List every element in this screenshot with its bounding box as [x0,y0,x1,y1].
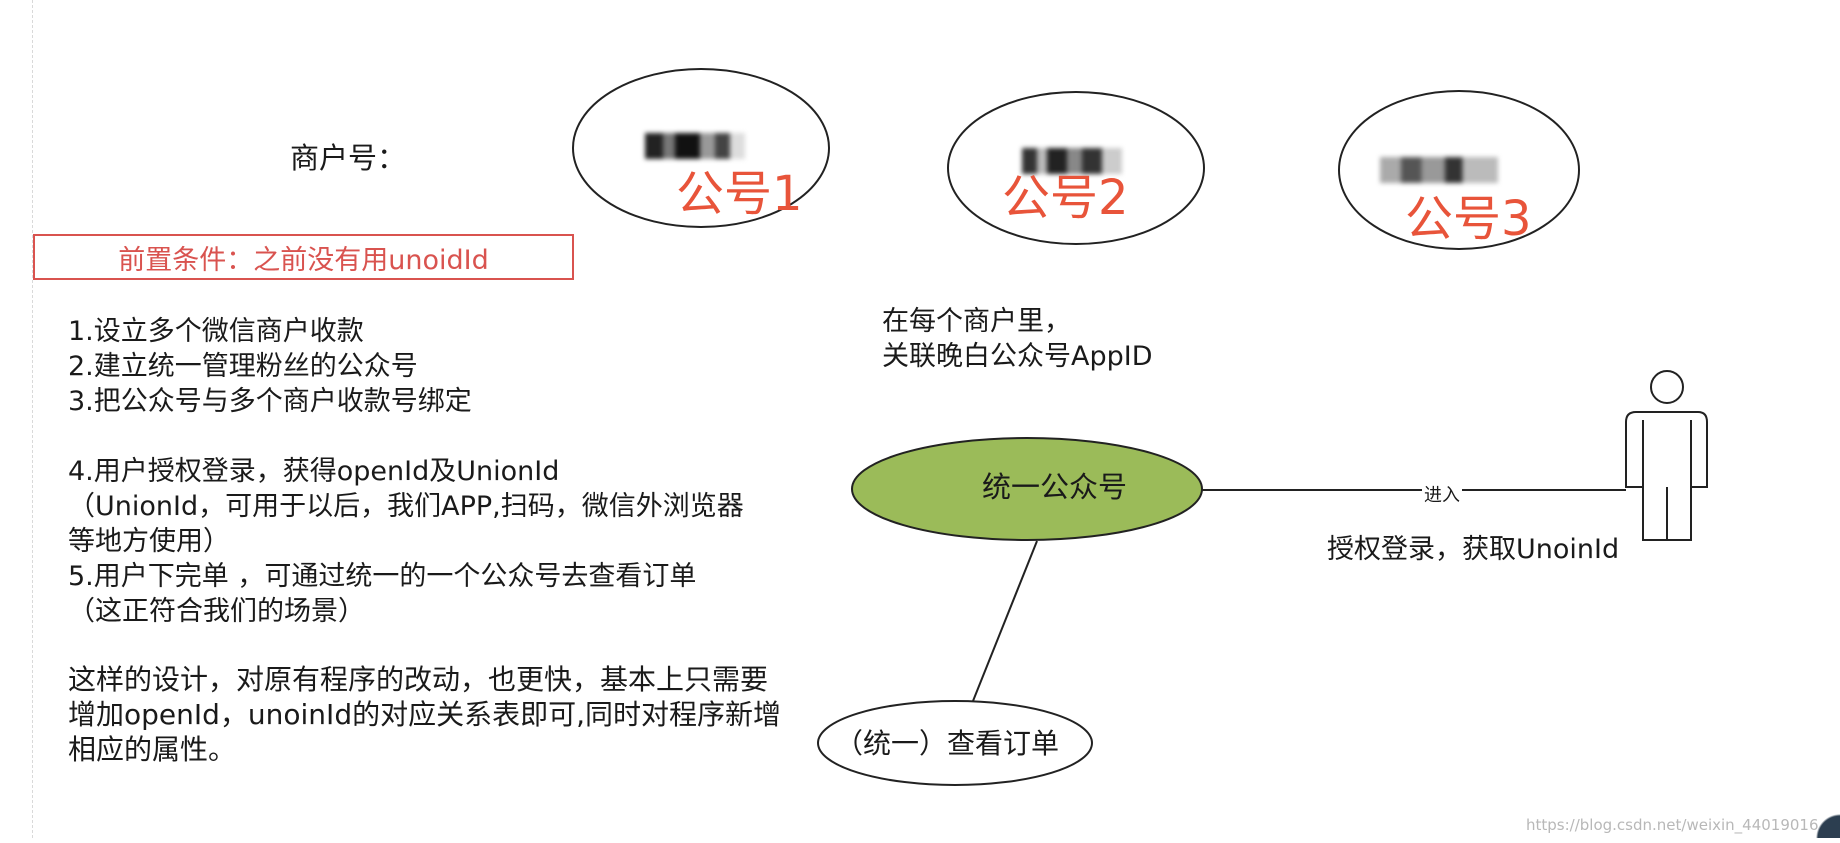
redacted-name-3 [1380,157,1498,183]
auth-login-caption: 授权登录，获取UnoinId [1327,534,1620,565]
steps-list: 1.设立多个微信商户收款 2.建立统一管理粉丝的公众号 3.把公众号与多个商户收… [68,316,744,627]
left-margin-rule [32,0,33,838]
account-label-3: 公号3 [1405,191,1532,247]
actor-figure [1625,370,1708,541]
precondition-text: 前置条件：之前没有用unoidId [118,244,489,276]
merchant-label: 商户号： [290,141,407,175]
view-orders-label: （统一）查看订单 [835,727,1060,760]
view-orders-ellipse [817,700,1093,786]
redacted-name-1 [645,133,745,159]
merchant-note: 在每个商户里， 关联晚白公众号AppID [882,306,1153,372]
corner-shade [1780,808,1840,838]
precondition-box: 前置条件：之前没有用unoidId [33,234,574,280]
account-label-2: 公号2 [1002,170,1129,226]
orders-connector [970,540,1038,707]
enter-label: 进入 [1422,478,1462,513]
account-label-1: 公号1 [676,166,803,222]
actor-head [1650,370,1684,404]
summary-paragraph: 这样的设计，对原有程序的改动，也更快，基本上只需要 增加openId，unoin… [68,663,781,766]
redacted-name-2 [1022,148,1122,174]
watermark: https://blog.csdn.net/weixin_44019016 [1526,816,1819,834]
actor-body [1625,411,1708,541]
unified-account-label: 统一公众号 [982,470,1128,504]
